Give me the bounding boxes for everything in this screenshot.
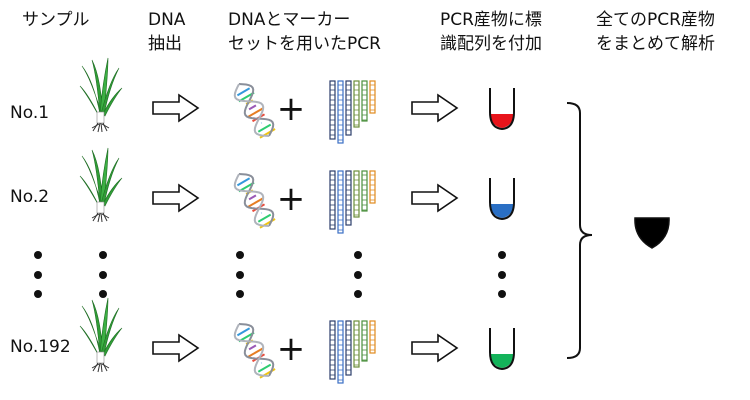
header-dna-extraction-line2: 抽出 [148,34,182,54]
dna-helix-icon [233,173,276,229]
plus-sign: + [277,89,306,129]
ellipsis-dot [34,271,42,279]
row-label-no2: No.2 [10,187,50,207]
ellipsis-dot [236,271,244,279]
right-arrow-icon [411,93,459,123]
right-arrow-icon [152,93,200,123]
right-arrow-icon [152,183,200,213]
ellipsis-dot [354,290,362,298]
right-arrow-icon [152,333,200,363]
right-arrow-icon [411,333,459,363]
dna-helix-icon [233,83,276,139]
header-pcr-line1: DNAとマーカー [228,10,351,30]
marker-set-icon [329,320,376,384]
header-pcr: DNAとマーカー セットを用いたPCR [228,8,381,56]
pcr-tube-icon [489,328,515,371]
header-add-tag-line2: 識配列を付加 [440,34,542,54]
marker-set-icon [329,80,376,144]
pcr-tube-icon [489,178,515,221]
ellipsis-dot [236,251,244,259]
ellipsis-dot [34,290,42,298]
header-sample-line1: サンプル [22,10,90,30]
ellipsis-dot [99,271,107,279]
ellipsis-dot [354,251,362,259]
right-arrow-icon [411,183,459,213]
grouping-bracket [566,102,593,359]
marker-set-icon [329,170,376,234]
pcr-tube-icon [489,88,515,131]
row-label-no192: No.192 [10,337,71,357]
header-dna-extraction: DNA 抽出 [148,8,185,56]
header-add-tag-line1: PCR産物に標 [440,10,542,30]
plus-sign: + [277,329,306,369]
header-pooled-analysis: 全てのPCR産物 をまとめて解析 [596,8,715,56]
header-add-tag: PCR産物に標 識配列を付加 [440,8,542,56]
ellipsis-dot [99,251,107,259]
rice-plant-icon [79,57,123,133]
header-dna-extraction-line1: DNA [148,10,186,30]
ellipsis-dot [498,271,506,279]
ellipsis-dot [354,271,362,279]
ellipsis-dot [498,251,506,259]
ellipsis-dot [99,290,107,298]
plus-sign: + [277,179,306,219]
header-pooled-analysis-line1: 全てのPCR産物 [596,10,715,30]
ellipsis-dot [34,251,42,259]
ellipsis-dot [236,290,244,298]
header-pooled-analysis-line2: をまとめて解析 [596,34,715,54]
header-sample: サンプル [22,8,90,32]
rice-plant-icon [79,147,123,223]
pooled-tube-icon [634,217,670,249]
rice-plant-icon [79,297,123,373]
ellipsis-dot [498,290,506,298]
header-pcr-line2: セットを用いたPCR [228,34,381,54]
row-label-no1: No.1 [10,103,50,123]
dna-helix-icon [233,323,276,379]
